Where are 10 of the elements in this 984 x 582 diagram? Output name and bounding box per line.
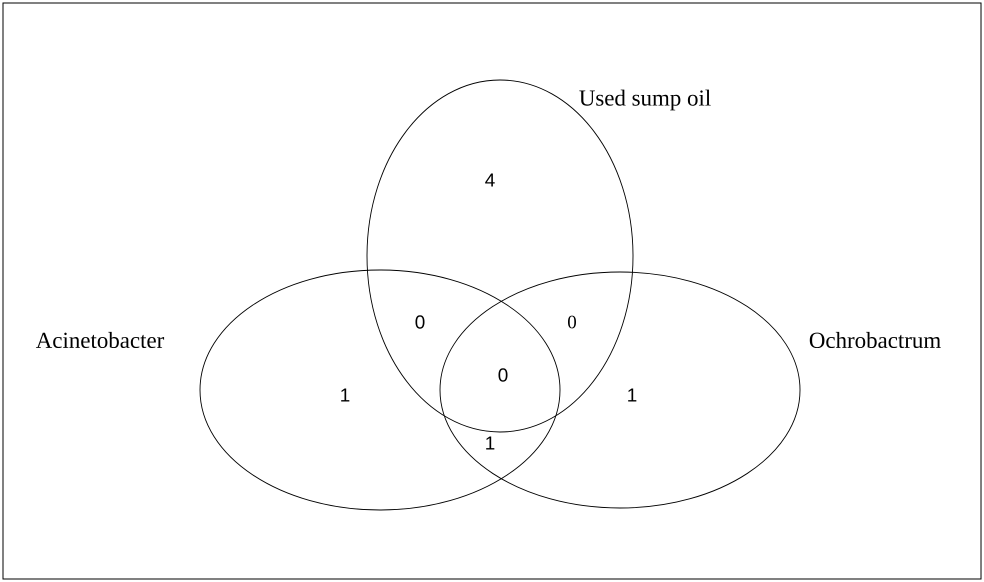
set-label: Ochrobactrum: [810, 332, 941, 348]
set-label: Acinetobacter: [36, 332, 164, 348]
set-label: Used sump oil: [579, 90, 711, 110]
region-count: 1: [486, 436, 494, 450]
region-count: 4: [485, 174, 495, 186]
region-count: 1: [628, 388, 636, 402]
region-count: 0: [415, 315, 425, 329]
region-count: 1: [341, 388, 350, 402]
region-count: 0: [498, 368, 508, 382]
region-count: 0: [568, 316, 576, 328]
